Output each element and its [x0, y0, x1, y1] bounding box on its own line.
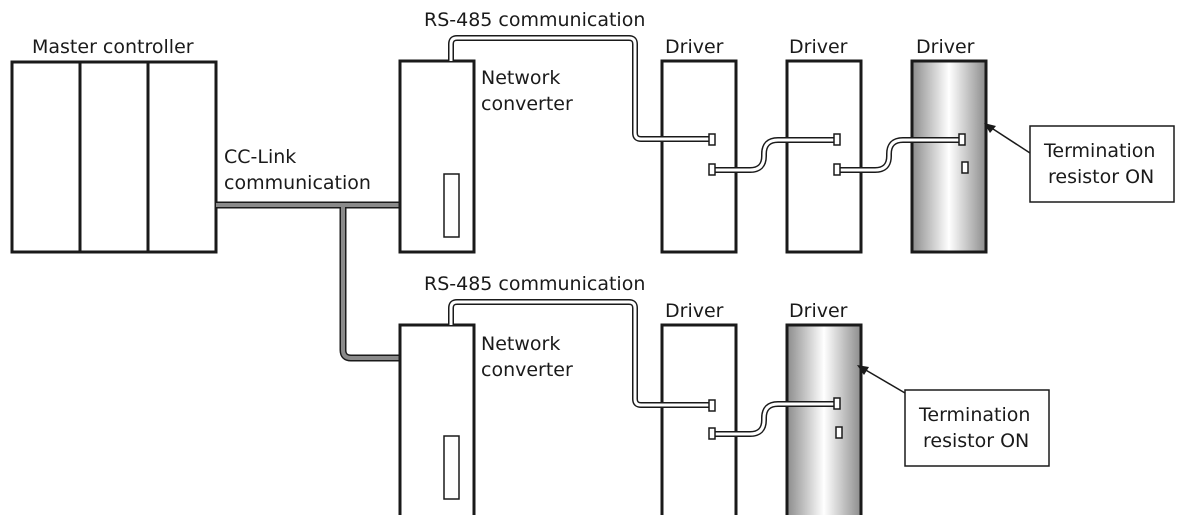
arrow-head-icon	[857, 365, 869, 375]
driver-top-1-label: Driver	[665, 36, 724, 58]
termination-bottom-line2: resistor ON	[923, 430, 1029, 452]
cc-link-cable	[216, 201, 447, 362]
network-converter-bottom-label-line1: Network	[481, 333, 560, 355]
network-converter-bottom-label-line2: converter	[481, 359, 573, 381]
driver-top-2-label: Driver	[789, 36, 848, 58]
master-controller	[10, 60, 218, 254]
rs485-bottom-label: RS-485 communication	[424, 273, 645, 295]
connector-slot	[443, 173, 460, 238]
termination-callout-bottom: Termination resistor ON	[857, 365, 1050, 467]
network-converter-bottom	[398, 323, 476, 515]
driver-top-2	[785, 59, 863, 254]
driver-bottom-1-label: Driver	[665, 300, 724, 322]
driver-connectors-bottom	[708, 397, 843, 440]
termination-top-line1: Termination	[1043, 140, 1155, 162]
driver-bottom-2-label: Driver	[789, 300, 848, 322]
termination-callout-top: Termination resistor ON	[984, 123, 1175, 203]
driver-top-3-terminated	[910, 59, 988, 254]
network-converter-top-label-line2: converter	[481, 93, 573, 115]
driver-connectors-top	[708, 133, 969, 176]
termination-bottom-line1: Termination	[918, 404, 1030, 426]
network-converter-top-label-line1: Network	[481, 67, 560, 89]
connector-slot	[443, 435, 460, 500]
driver-top-3-label: Driver	[916, 36, 975, 58]
driver-bottom-1	[660, 323, 738, 515]
arrow-head-icon	[984, 123, 996, 133]
rs485-cable-top	[448, 35, 959, 173]
network-converter-top	[398, 59, 476, 254]
rs485-top-label: RS-485 communication	[424, 9, 645, 31]
cc-link-label-line2: communication	[224, 172, 371, 194]
driver-bottom-2-terminated	[785, 323, 863, 515]
cc-link-label-line1: CC-Link	[224, 146, 296, 168]
rs485-cable-bottom	[448, 299, 834, 437]
driver-top-1	[660, 59, 738, 254]
master-controller-label: Master controller	[32, 36, 194, 58]
termination-top-line2: resistor ON	[1048, 166, 1154, 188]
